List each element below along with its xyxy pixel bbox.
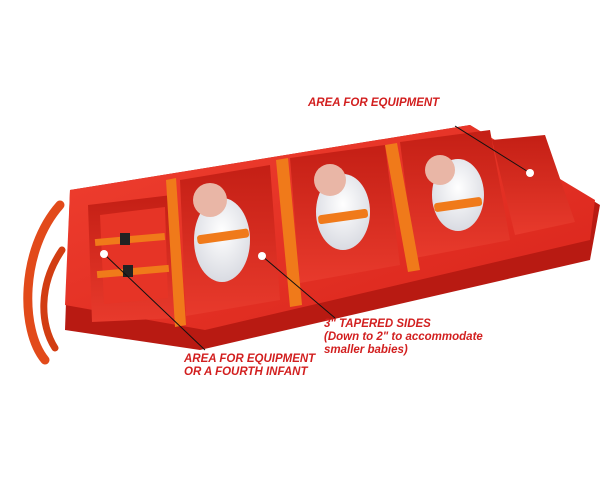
infant-2 xyxy=(314,164,370,250)
carry-handle xyxy=(23,200,66,365)
infant-1 xyxy=(193,183,250,282)
callout-middle: 3" TAPERED SIDES (Down to 2" to accommod… xyxy=(324,318,483,357)
callout-left-line2: OR A FOURTH INFANT xyxy=(184,366,308,378)
callout-left-line1: AREA FOR EQUIPMENT xyxy=(184,353,316,365)
callout-top: AREA FOR EQUIPMENT xyxy=(308,97,439,110)
callout-middle-line2: (Down to 2" to accommodate xyxy=(324,331,483,343)
left-compartment xyxy=(88,195,178,322)
straps xyxy=(94,143,420,327)
callout-middle-line1: 3" TAPERED SIDES xyxy=(324,318,431,330)
leader-lines xyxy=(100,125,534,351)
callout-left: AREA FOR EQUIPMENT OR A FOURTH INFANT xyxy=(184,353,315,379)
infant-3 xyxy=(425,155,484,231)
callout-middle-line3: smaller babies) xyxy=(324,344,408,356)
callout-top-line1: AREA FOR EQUIPMENT xyxy=(308,97,440,109)
right-compartment xyxy=(492,135,575,235)
